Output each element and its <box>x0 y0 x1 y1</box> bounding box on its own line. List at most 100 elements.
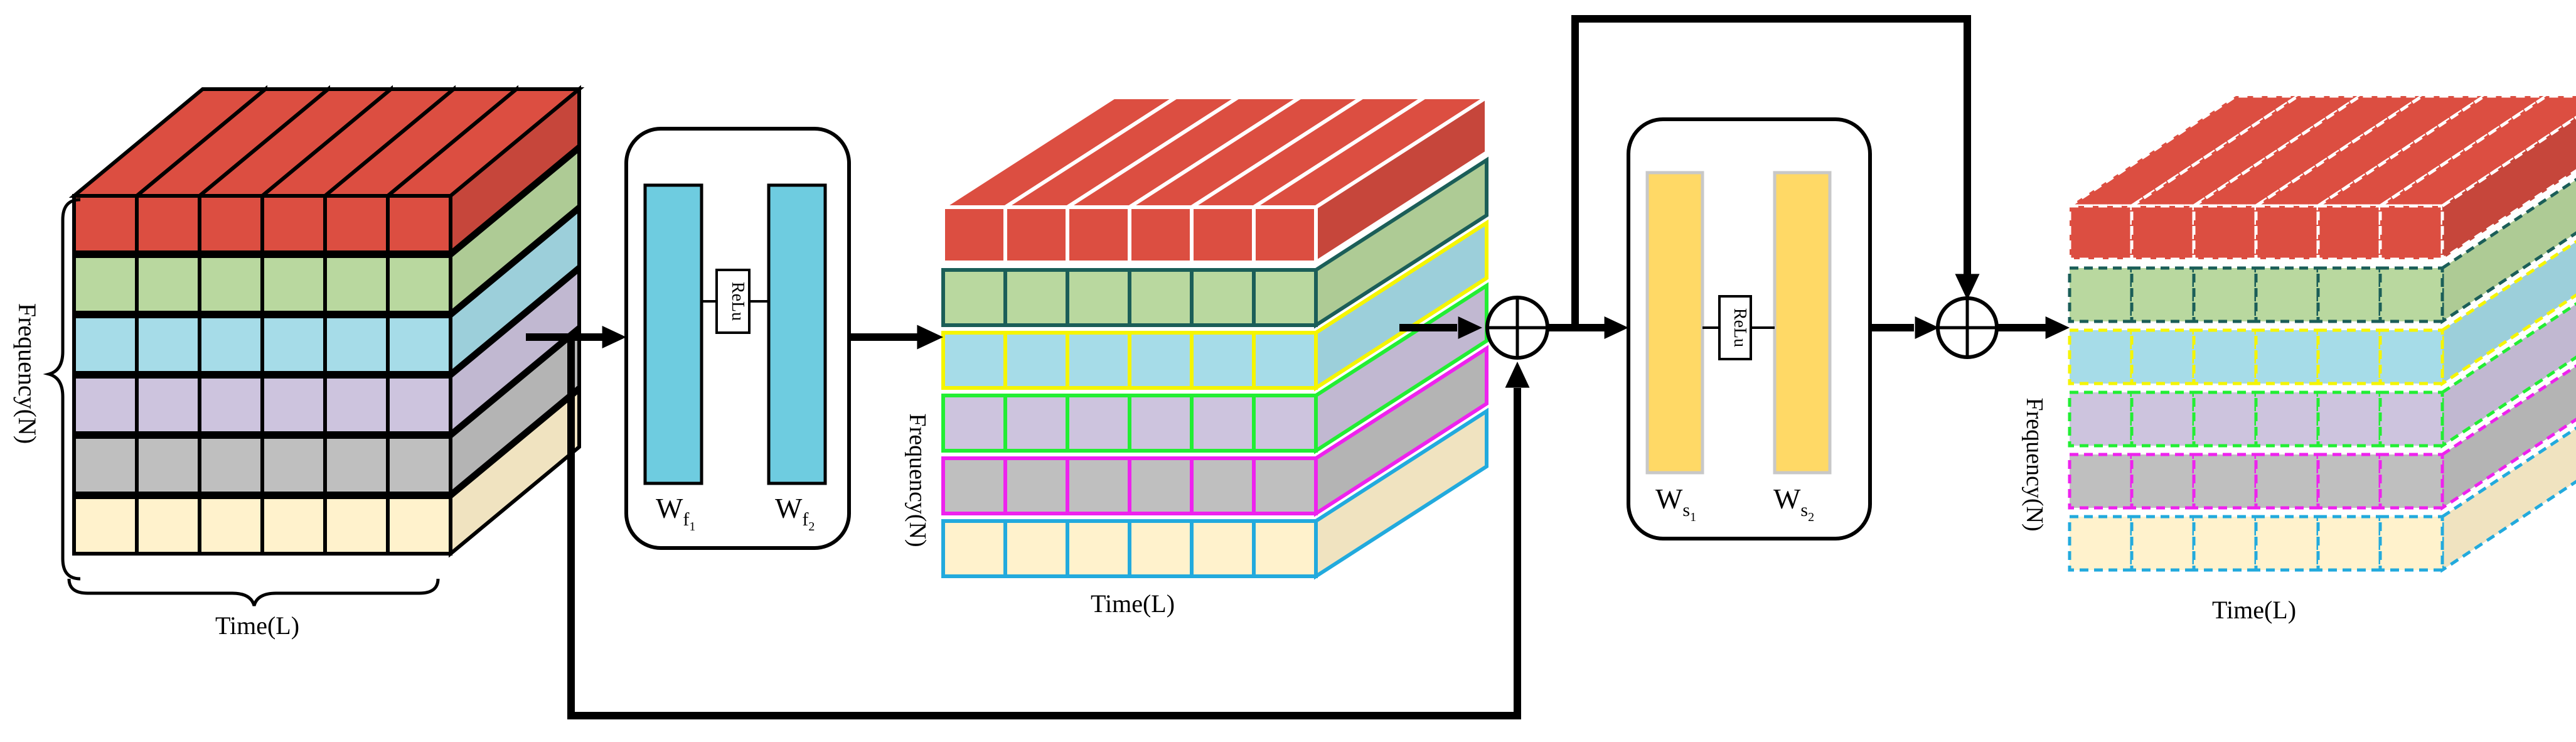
bar-side-face <box>449 85 581 257</box>
arrow-head-out <box>2045 316 2070 339</box>
cell-front <box>2316 515 2382 572</box>
cell-front <box>1128 205 1194 264</box>
cube-layer-5 <box>941 345 1488 517</box>
cell-front <box>135 495 201 556</box>
cell-front <box>2378 204 2444 261</box>
cell-front <box>1190 394 1256 453</box>
cell-front <box>2254 515 2320 572</box>
relu-box-2 <box>1718 295 1752 360</box>
input-spectrogram-cube <box>68 85 585 558</box>
cell-front <box>198 194 264 254</box>
cell-front <box>2130 390 2196 448</box>
cell-front <box>2130 328 2196 385</box>
bar-side-face <box>1314 94 1488 266</box>
cell-front <box>941 394 1007 453</box>
cell-front <box>2316 328 2382 385</box>
cube-layer-1 <box>936 94 1494 266</box>
cell-front <box>2130 515 2196 572</box>
cell-front <box>2378 515 2444 572</box>
cell-front <box>72 194 139 254</box>
cell-front <box>2316 390 2382 448</box>
cell-front <box>2378 390 2444 448</box>
cell-front <box>323 375 390 435</box>
cell-front <box>1128 456 1194 515</box>
w-f2-block <box>767 183 827 485</box>
w-s1-label: Ws1 <box>1655 483 1696 524</box>
cell-front <box>1066 205 1131 264</box>
output-cube <box>2064 93 2576 573</box>
cell-front <box>260 254 327 315</box>
cell-front <box>2192 266 2258 323</box>
cell-front <box>2068 390 2134 448</box>
cube-layer-1 <box>2064 93 2576 262</box>
cell-front <box>2254 266 2320 323</box>
cell-front <box>2192 204 2258 261</box>
cube-layer-2 <box>2068 178 2576 325</box>
cell-front <box>198 254 264 315</box>
arrow-head-sum1-bottom <box>1505 362 1530 388</box>
cube-layer-3 <box>2068 240 2576 387</box>
cell-front <box>323 495 390 556</box>
cell-front <box>1003 268 1069 327</box>
circle-plus-icon-1 <box>1485 296 1549 360</box>
cube-layer-5 <box>2068 364 2576 511</box>
cell-front <box>260 375 327 435</box>
cube-layer-3 <box>72 205 581 377</box>
cell-front <box>72 495 139 556</box>
cell-front <box>1190 519 1256 578</box>
cell-front <box>386 435 452 495</box>
residual-skip-2 <box>1571 15 1971 328</box>
relu-label-2: ReLu <box>1730 308 1750 347</box>
cell-front <box>260 194 327 254</box>
cell-front <box>2192 453 2258 510</box>
cell-front <box>2068 266 2134 323</box>
cell-front <box>2254 328 2320 385</box>
cell-front <box>323 315 390 375</box>
cell-front <box>2316 266 2382 323</box>
cell-front <box>1190 268 1256 327</box>
cell-front <box>2254 453 2320 510</box>
cell-front <box>135 254 201 315</box>
cell-front <box>2068 453 2134 510</box>
arrow-head-sum2-top <box>1955 274 1980 300</box>
residual-skip-1 <box>567 337 1521 719</box>
cell-front <box>135 375 201 435</box>
time-axis-label-3: Time(L) <box>2212 596 2296 624</box>
cube-layer-6 <box>2068 426 2576 573</box>
cell-front <box>260 495 327 556</box>
cell-front <box>2316 204 2382 261</box>
cell-front <box>941 456 1007 515</box>
relu-box-1 <box>715 269 751 334</box>
cell-front <box>2254 204 2320 261</box>
cube-layer-4 <box>2068 302 2576 449</box>
cell-front <box>2316 453 2382 510</box>
relu-label-1: ReLu <box>728 282 747 321</box>
cell-front <box>386 254 452 315</box>
w-s1-block <box>1645 171 1704 475</box>
cell-front <box>2130 266 2196 323</box>
cube-layer-2 <box>941 156 1488 329</box>
cell-front <box>2192 515 2258 572</box>
cell-front <box>2378 453 2444 510</box>
cell-front <box>1003 331 1069 390</box>
cell-front <box>135 435 201 495</box>
cell-front <box>386 315 452 375</box>
circle-plus-icon-2 <box>1936 296 1999 359</box>
cell-front <box>135 315 201 375</box>
cell-front <box>1128 331 1194 390</box>
cube-layer-5 <box>72 326 581 498</box>
time-brace <box>67 578 440 606</box>
cell-front <box>198 435 264 495</box>
w-f2-label: Wf2 <box>775 492 815 534</box>
w-f1-label: Wf1 <box>656 492 695 534</box>
cube-layer-4 <box>941 282 1488 454</box>
cube-layer-4 <box>72 266 581 438</box>
cell-front <box>1128 519 1194 578</box>
cell-front <box>260 315 327 375</box>
cell-front <box>323 254 390 315</box>
cube-layer-6 <box>72 386 581 558</box>
frequency-brace <box>43 198 81 581</box>
cell-front <box>198 375 264 435</box>
